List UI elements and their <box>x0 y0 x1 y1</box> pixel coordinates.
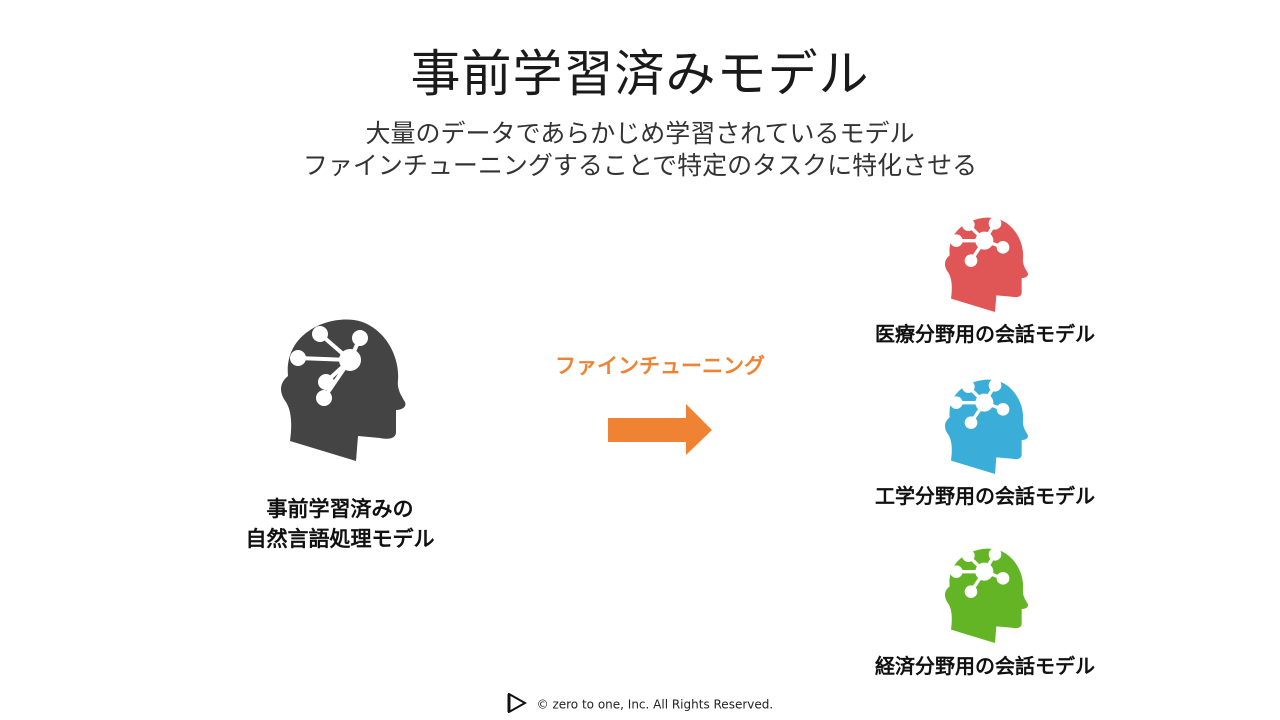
footer: © zero to one, Inc. All Rights Reserved. <box>0 692 1280 716</box>
source-model-label-line-1: 事前学習済みの <box>266 497 414 521</box>
source-model-label-line-2: 自然言語処理モデル <box>245 527 435 551</box>
medical-model-head-icon <box>941 214 1029 314</box>
head-silhouette <box>281 319 406 461</box>
arrow-right-icon <box>608 404 714 460</box>
economics-model-head-icon <box>941 545 1029 645</box>
play-triangle-logo-icon <box>507 692 527 716</box>
medical-model-label: 医療分野用の会話モデル <box>875 322 1095 346</box>
fine-tuning-label: ファインチューニング <box>555 354 765 378</box>
engineering-model-label: 工学分野用の会話モデル <box>875 484 1095 508</box>
source-model-head-icon <box>276 314 406 464</box>
engineering-model-head-icon <box>941 376 1029 476</box>
economics-model-label: 経済分野用の会話モデル <box>875 654 1095 678</box>
subtitle-line-2: ファインチューニングすることで特定のタスクに特化させる <box>302 151 978 180</box>
slide-title: 事前学習済みモデル <box>410 45 870 103</box>
subtitle-line-1: 大量のデータであらかじめ学習されているモデル <box>365 119 915 148</box>
copyright-text: © zero to one, Inc. All Rights Reserved. <box>536 697 774 712</box>
network-icon <box>290 326 368 406</box>
